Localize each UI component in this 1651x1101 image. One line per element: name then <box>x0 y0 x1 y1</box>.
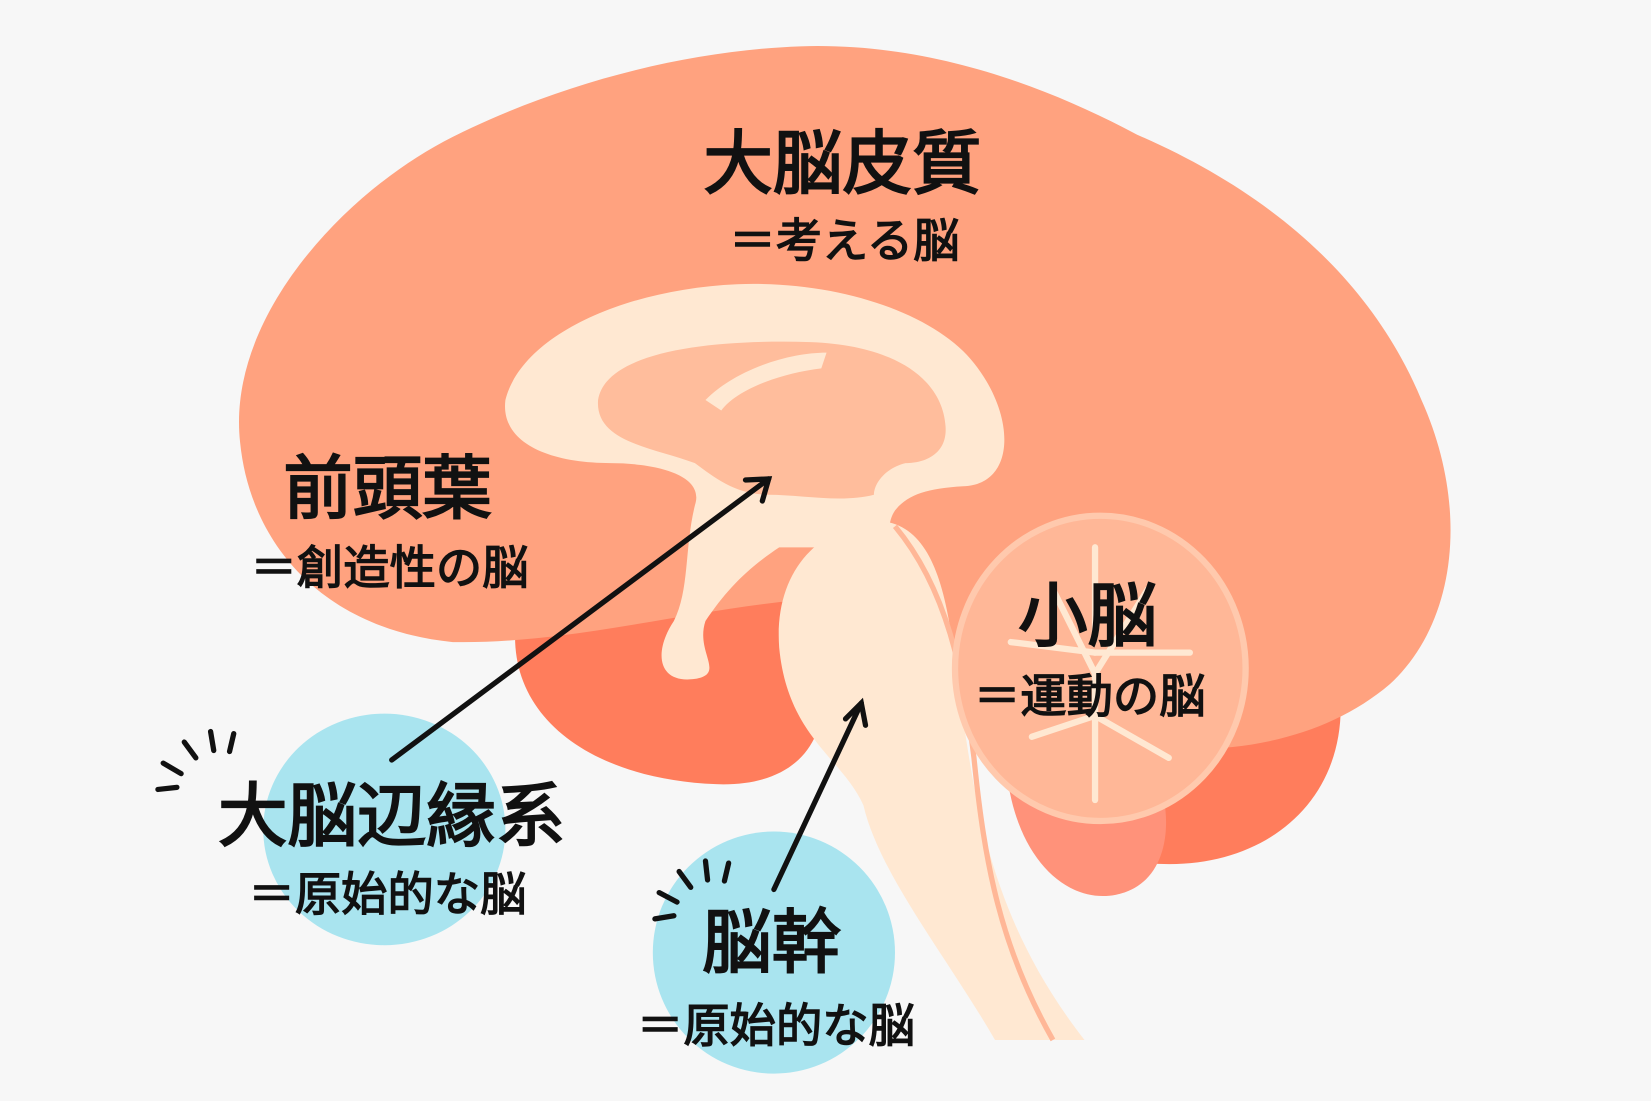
brainstem-sub: ＝原始的な脳 <box>637 999 915 1053</box>
cerebellum-sub: ＝運動の脳 <box>974 670 1206 724</box>
cortex-sub: ＝考える脳 <box>729 214 959 268</box>
limbic-sub: ＝原始的な脳 <box>249 867 527 921</box>
inner-region <box>597 341 946 499</box>
brainstem-shape <box>778 521 1085 1040</box>
brainstem-arrow <box>771 697 869 893</box>
spark-icon <box>155 728 237 793</box>
frontal-sub: ＝創造性の脳 <box>251 541 529 595</box>
spinal-line <box>892 524 1056 1042</box>
limbic-title: 大脳辺縁系 <box>218 777 565 857</box>
inner-fold <box>705 352 827 411</box>
frontal-title: 前頭葉 <box>283 450 492 530</box>
limbic-lower-region <box>515 583 824 785</box>
brainstem-highlight <box>652 831 895 1074</box>
brainstem-title: 脳幹 <box>702 903 841 983</box>
cortex-title: 大脳皮質 <box>703 124 981 204</box>
limbic-highlight <box>263 713 506 946</box>
spark-icon <box>652 858 732 922</box>
cerebellum-title: 小脳 <box>1018 577 1157 657</box>
cerebellum-branches <box>1007 544 1193 804</box>
limbic-arrow <box>389 476 773 763</box>
